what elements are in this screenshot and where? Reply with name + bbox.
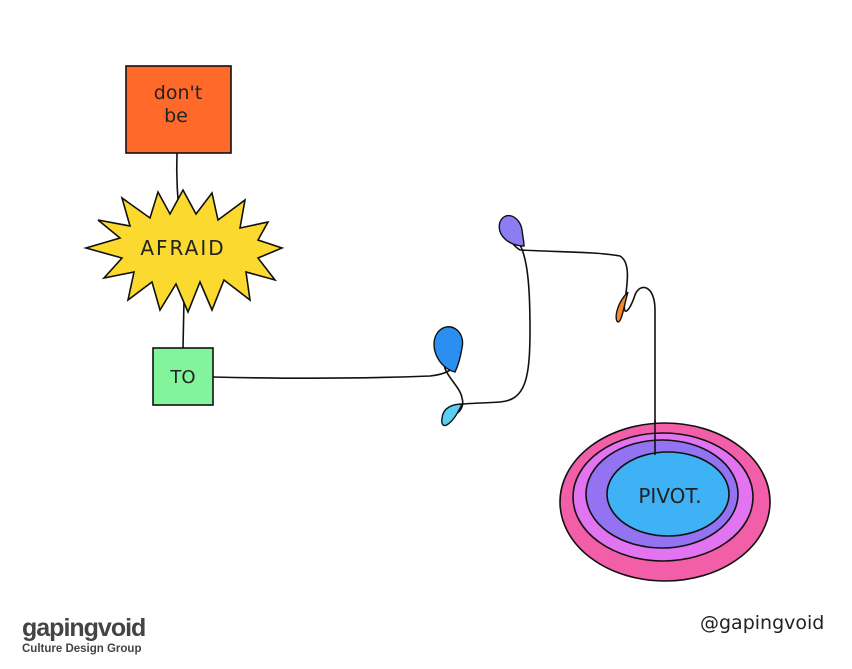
gapingvoid-logo: gapingvoid Culture Design Group — [22, 614, 146, 656]
to-text: TO — [169, 367, 195, 388]
be-text: be — [164, 105, 188, 127]
logo-name: gapingvoid — [22, 614, 146, 642]
ring-inner — [606, 451, 730, 537]
purple-drop — [498, 214, 525, 247]
afraid-starburst — [83, 188, 285, 315]
connector-line — [182, 299, 185, 349]
logo-tagline: Culture Design Group — [22, 643, 142, 655]
dont-be-box — [125, 65, 232, 154]
afraid-text: AFRAID — [140, 236, 225, 260]
light-blue-drop — [441, 403, 464, 427]
dont-text: don't — [154, 82, 202, 104]
social-handle: @gapingvoid — [700, 612, 825, 634]
orange-drop — [615, 291, 629, 323]
pivot-text: PIVOT. — [638, 484, 701, 508]
blue-drop — [433, 326, 464, 373]
to-box — [152, 347, 214, 406]
